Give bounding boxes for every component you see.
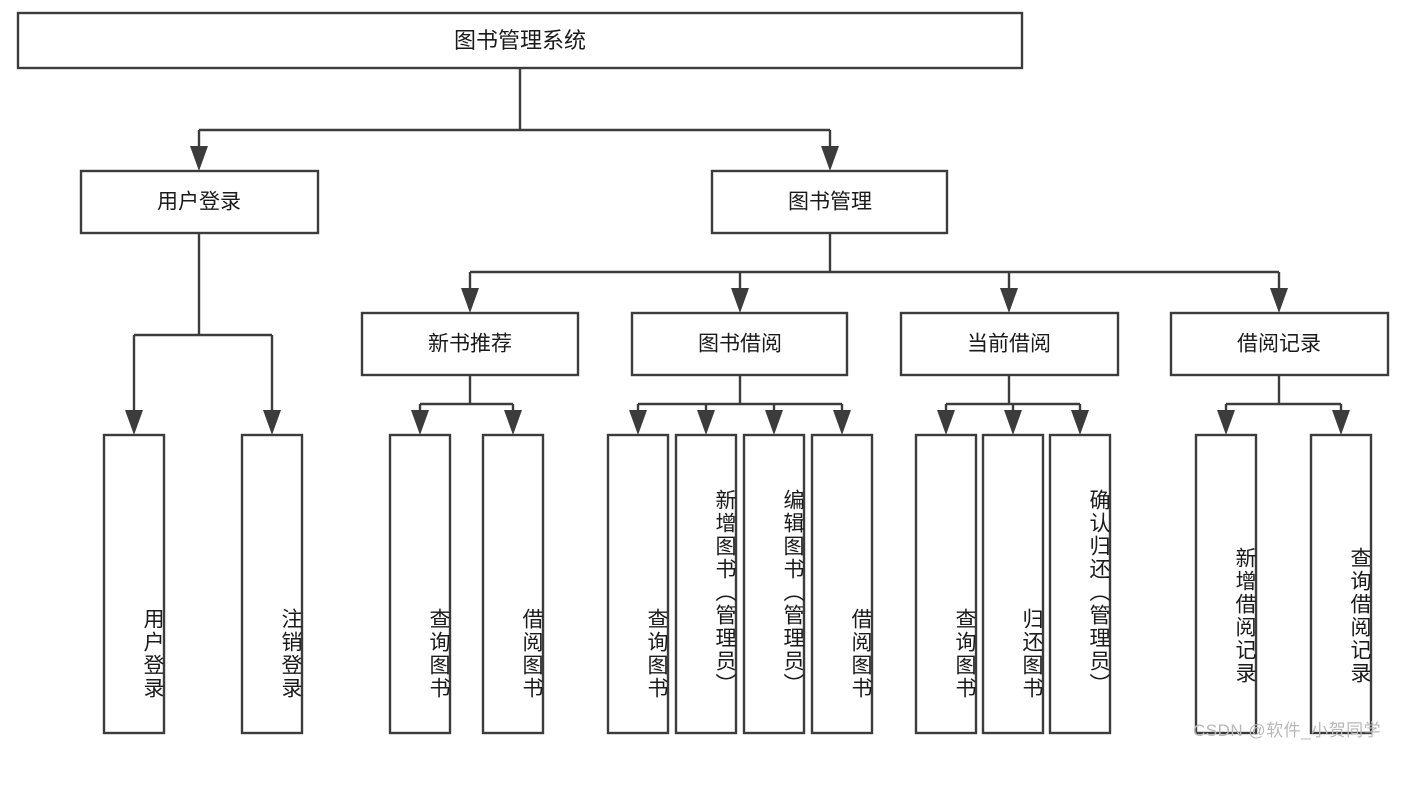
node-current-borrow-label: 当前借阅 xyxy=(967,333,1051,356)
node-leaf-return-book-rect[interactable] xyxy=(981,433,1045,735)
connector-group-book-borrow xyxy=(629,375,851,435)
arrow-head-borrow-record xyxy=(1270,288,1288,313)
node-leaf-confirm-return-rect[interactable] xyxy=(1048,433,1112,735)
connector-group-root xyxy=(190,68,839,171)
node-book-borrow-rect[interactable] xyxy=(630,311,849,377)
leaf-node-group xyxy=(102,433,1373,735)
node-book-manage-label: 图书管理 xyxy=(788,191,872,214)
arrow-head-user-login xyxy=(190,146,208,171)
node-root[interactable]: 图书管理系统 xyxy=(16,11,1024,70)
arrow-head-leaf-confirm-return xyxy=(1071,410,1089,435)
connector-group-new-book-rec xyxy=(411,375,522,435)
node-book-manage[interactable]: 图书管理 xyxy=(710,169,949,235)
arrow-head-book-manage xyxy=(821,146,839,171)
node-new-book-rec[interactable]: 新书推荐 xyxy=(360,311,580,377)
arrow-head-leaf-borrow-book-1 xyxy=(504,410,522,435)
arrow-head-leaf-return-book xyxy=(1004,410,1022,435)
arrow-head-leaf-user-login xyxy=(125,410,143,435)
node-leaf-add-record-rect[interactable] xyxy=(1194,433,1258,735)
arrow-head-leaf-query-book-1 xyxy=(411,410,429,435)
node-new-book-rec-rect[interactable] xyxy=(360,311,580,377)
node-book-borrow-label: 图书借阅 xyxy=(698,333,782,356)
node-borrow-record-label: 借阅记录 xyxy=(1237,333,1321,356)
diagram-canvas: 图书管理系统 用户登录 图书管理 新书推荐 图书借阅 当前借阅 借阅记录 xyxy=(16,11,1390,740)
node-user-login-label: 用户登录 xyxy=(157,191,241,214)
node-leaf-logout-rect[interactable] xyxy=(240,433,304,735)
node-root-rect[interactable] xyxy=(16,11,1024,70)
node-leaf-borrow-book-1-rect[interactable] xyxy=(481,433,545,735)
arrow-head-leaf-query-book-3 xyxy=(937,410,955,435)
arrow-head-current-borrow xyxy=(1000,288,1018,313)
arrow-head-leaf-add-book xyxy=(697,410,715,435)
node-user-login-rect[interactable] xyxy=(79,169,320,235)
node-leaf-edit-book-rect[interactable] xyxy=(742,433,806,735)
node-leaf-query-book-1-rect[interactable] xyxy=(388,433,452,735)
arrow-head-leaf-query-book-2 xyxy=(629,410,647,435)
arrow-head-book-borrow xyxy=(731,288,749,313)
node-root-label: 图书管理系统 xyxy=(454,28,586,53)
node-borrow-record[interactable]: 借阅记录 xyxy=(1169,311,1390,377)
arrow-head-leaf-borrow-book-2 xyxy=(833,410,851,435)
arrow-head-leaf-edit-book xyxy=(765,410,783,435)
node-new-book-rec-label: 新书推荐 xyxy=(428,333,512,356)
node-leaf-query-record-rect[interactable] xyxy=(1309,433,1373,735)
arrow-head-leaf-query-record xyxy=(1332,410,1350,435)
node-user-login[interactable]: 用户登录 xyxy=(79,169,320,235)
connector-group-book-manage xyxy=(461,233,1288,313)
node-book-manage-rect[interactable] xyxy=(710,169,949,235)
connector-group-borrow-record xyxy=(1217,375,1350,435)
connector-group-current-borrow xyxy=(937,375,1089,435)
node-leaf-borrow-book-2-rect[interactable] xyxy=(810,433,874,735)
node-borrow-record-rect[interactable] xyxy=(1169,311,1390,377)
csdn-watermark: CSDN @软件_小贺同学 xyxy=(1193,721,1382,740)
node-leaf-user-login-rect[interactable] xyxy=(102,433,166,735)
node-current-borrow[interactable]: 当前借阅 xyxy=(899,311,1120,377)
node-book-borrow[interactable]: 图书借阅 xyxy=(630,311,849,377)
node-leaf-query-book-3-rect[interactable] xyxy=(914,433,978,735)
node-current-borrow-rect[interactable] xyxy=(899,311,1120,377)
flowchart-svg: 图书管理系统 用户登录 图书管理 新书推荐 图书借阅 当前借阅 借阅记录 xyxy=(16,11,1390,735)
arrow-head-leaf-logout xyxy=(263,410,281,435)
node-leaf-query-book-2-rect[interactable] xyxy=(606,433,670,735)
node-leaf-add-book-rect[interactable] xyxy=(674,433,738,735)
connector-group-user-login xyxy=(125,233,281,435)
arrow-head-leaf-add-record xyxy=(1217,410,1235,435)
arrow-head-new-book-rec xyxy=(461,288,479,313)
